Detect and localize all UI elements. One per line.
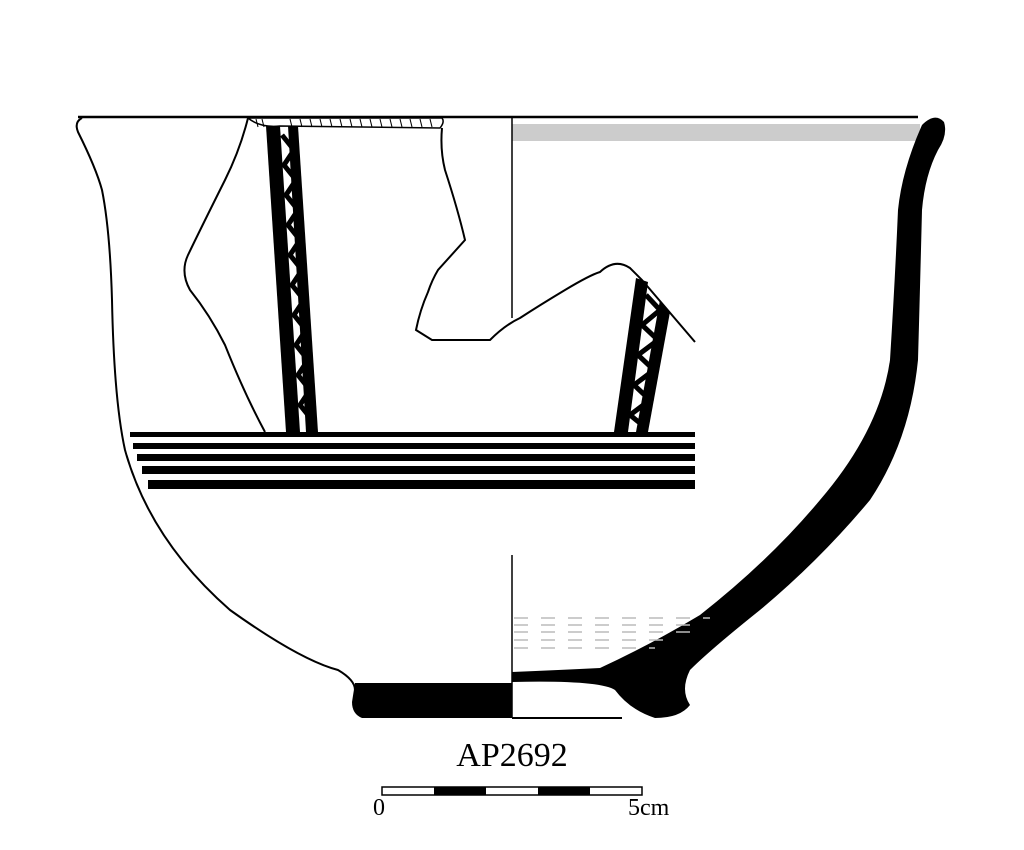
exterior-profile — [75, 117, 356, 691]
wheel-marks — [514, 617, 710, 649]
base-section — [352, 683, 512, 718]
zigzag-panel-right — [614, 278, 670, 432]
zigzag-panel-left — [266, 126, 318, 432]
sherd-outline-right — [414, 127, 696, 343]
horizontal-bands — [130, 432, 695, 489]
sherd-outline-left — [183, 117, 266, 433]
catalog-id: AP2692 — [456, 737, 568, 774]
wall-section — [512, 117, 946, 719]
slip-band — [512, 124, 920, 141]
scale-start-label: 0 — [373, 795, 385, 821]
scale-bar — [381, 786, 643, 796]
scale-end-label: 5cm — [628, 795, 670, 821]
